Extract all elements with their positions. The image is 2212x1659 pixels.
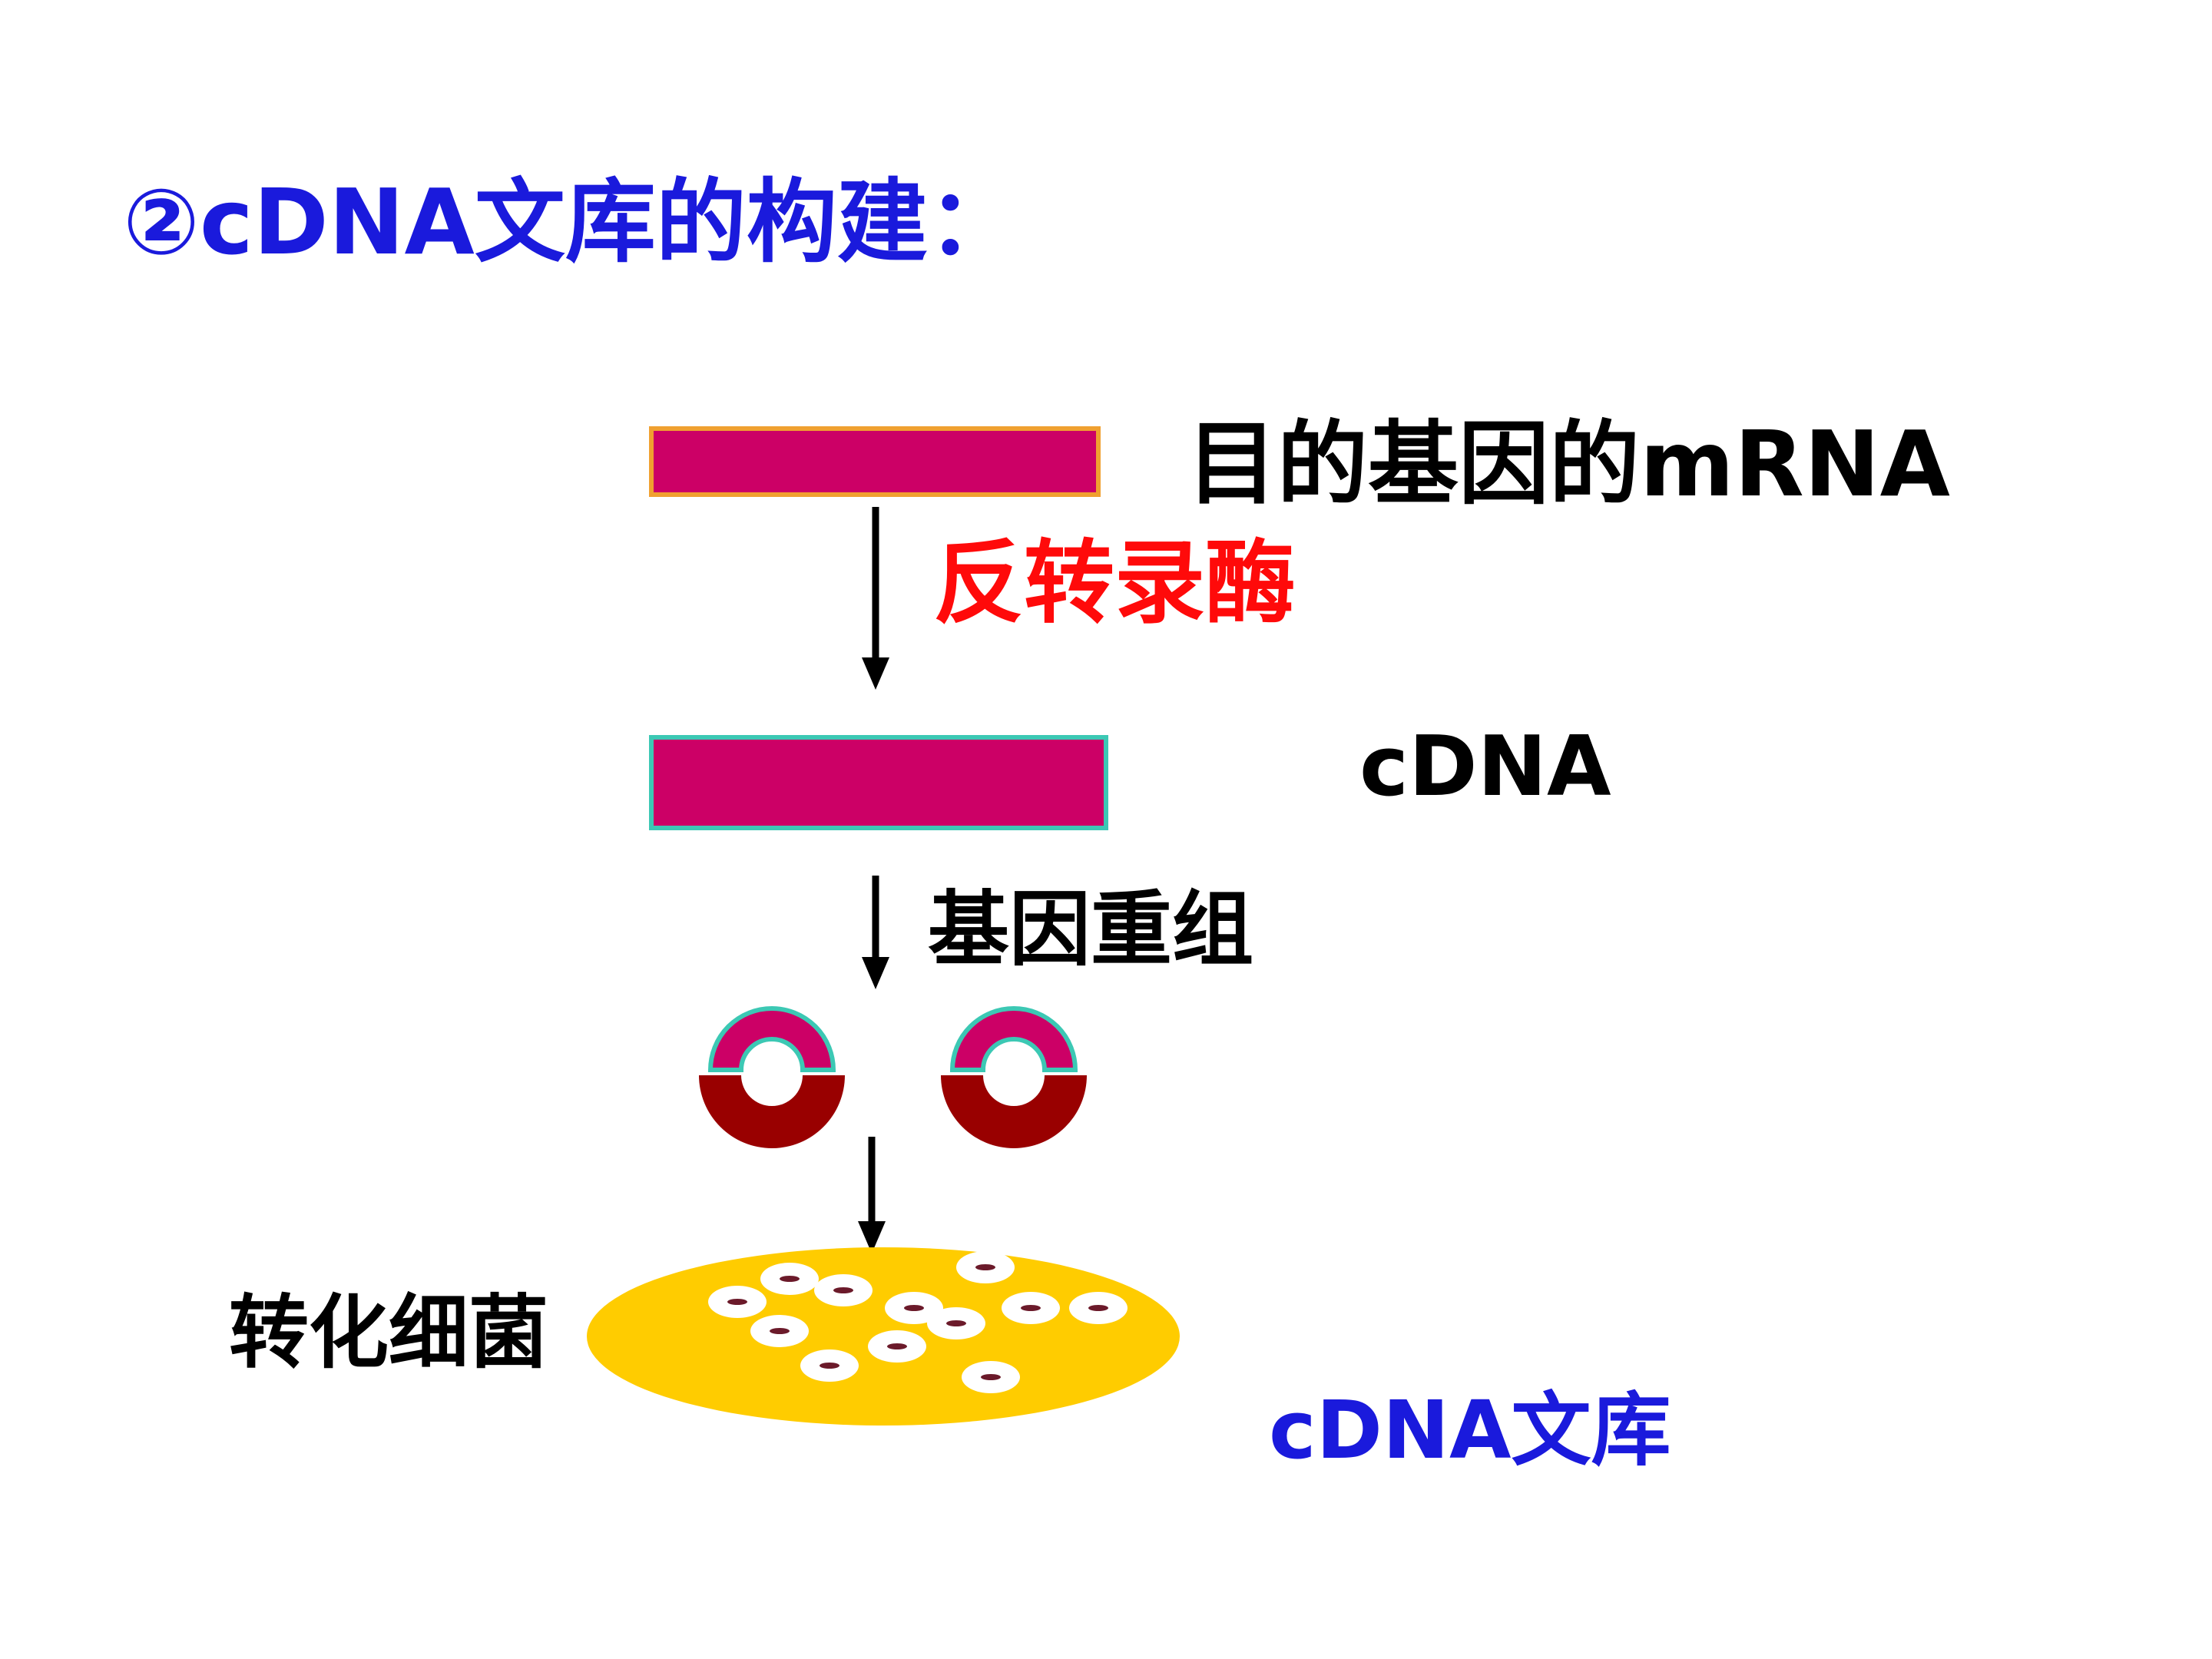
mrna-strand [649, 426, 1101, 497]
plasmid-inside-colony [780, 1276, 800, 1282]
recombination-label: 基因重组 [928, 882, 1253, 977]
plasmid-inside-colony [904, 1305, 924, 1311]
plasmid-inside-colony [946, 1320, 966, 1326]
bacterial-colonies [708, 1251, 1128, 1393]
transformation-label: 转化细菌 [229, 1285, 549, 1379]
plasmid-inside-colony [1088, 1305, 1108, 1311]
plasmid-inside-colony [887, 1343, 907, 1349]
plasmid-inside-colony [727, 1299, 747, 1305]
down-arrow-icon [858, 1137, 886, 1253]
plasmid-inside-colony [833, 1287, 853, 1293]
reverse-transcriptase-label: 反转录酶 [933, 530, 1296, 636]
cdna-label: cDNA [1359, 719, 1611, 815]
cdna-library-label: cDNA文库 [1269, 1383, 1671, 1477]
slide-title: ②cDNA文库的构建： [123, 169, 1018, 275]
plasmid-inside-colony [975, 1264, 995, 1270]
plasmid-inside-colony [820, 1363, 839, 1369]
plasmid-inside-colony [1021, 1305, 1041, 1311]
down-arrow-icon [862, 876, 889, 989]
mrna-label: 目的基因的mRNA [1187, 411, 1950, 517]
plasmid-inside-colony [981, 1374, 1001, 1380]
plasmid-ring-icon [699, 1006, 845, 1148]
plasmid-inside-colony [770, 1328, 790, 1334]
cdna-strand [649, 735, 1108, 830]
plasmid-ring-icon [941, 1006, 1087, 1148]
down-arrow-icon [862, 507, 889, 690]
